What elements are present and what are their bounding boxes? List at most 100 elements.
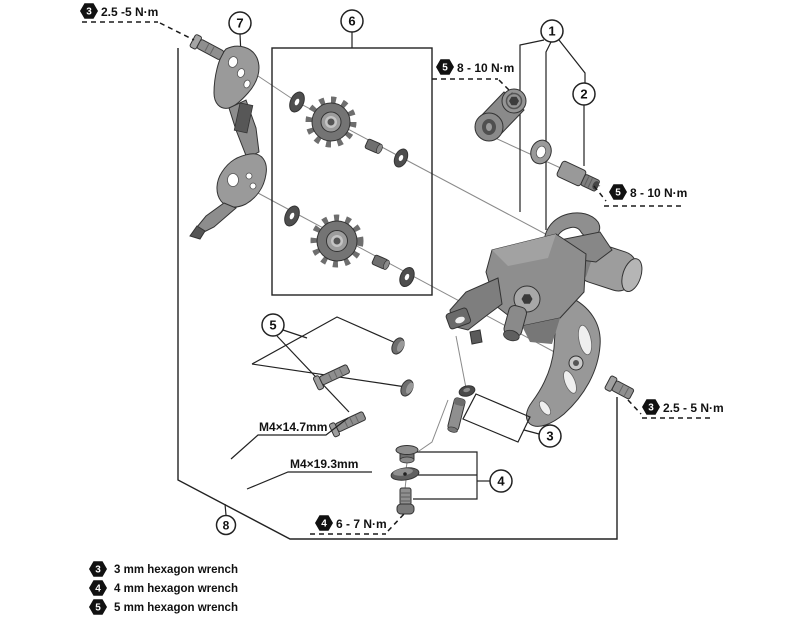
- torque-label-4: 3 2.5 - 5 N·m: [642, 399, 724, 415]
- pin-band: [453, 397, 466, 407]
- pulley-center: [333, 237, 341, 245]
- thread-line: [333, 370, 338, 378]
- bolt-shaft: [611, 380, 635, 400]
- callout-7: 7: [228, 11, 252, 35]
- guide-pulley-assembly: [289, 91, 409, 168]
- cap-bottom: [399, 456, 415, 464]
- arm-slot: [455, 316, 465, 324]
- thread-line: [339, 368, 343, 376]
- stroke-adjust-bolt: [604, 375, 635, 400]
- hex-wrench-icon: [89, 561, 107, 577]
- thread-line: [344, 420, 349, 428]
- callout-3-stub: [523, 429, 540, 435]
- link-lower-hole-inner: [486, 123, 492, 131]
- pulley-center: [327, 118, 335, 126]
- callout-number: 1: [548, 24, 555, 39]
- hex-wrench-icon: [609, 184, 627, 200]
- hex-wrench-size: 3: [648, 403, 654, 414]
- dimension-label-2: M4×19.3mm: [246, 457, 372, 490]
- bracket-line: [558, 39, 586, 83]
- knuckle-cap: [503, 329, 520, 342]
- cage-cutout: [563, 370, 577, 394]
- hex-wrench-icon: [89, 599, 107, 615]
- callout-number: 2: [580, 87, 587, 102]
- washer-hole: [404, 273, 410, 281]
- hex-wrench-size: 4: [95, 584, 101, 595]
- thread-line: [584, 176, 590, 186]
- dimension-label-1: M4×14.7mm: [230, 417, 349, 460]
- plate-highlight: [393, 468, 413, 476]
- plate-fixing-bolt: [189, 34, 224, 60]
- pulley-bolt-short: [312, 364, 350, 391]
- cable-fixing-group: [390, 445, 490, 515]
- dimension-text: M4×19.3mm: [290, 457, 358, 471]
- torque-label-1: 3 2.5 -5 N·m: [80, 3, 158, 19]
- legend-row-4mm: 4 4 mm hexagon wrench: [89, 580, 238, 596]
- derailleur-body: [445, 212, 643, 427]
- hex-wrench-size: 3: [95, 565, 101, 576]
- callout-8-stub: [224, 503, 227, 516]
- pulley-washer: [289, 91, 305, 113]
- hex-wrench-size: 5: [442, 63, 448, 74]
- thread-line: [349, 417, 354, 425]
- dimension-pointer-line: [230, 417, 349, 460]
- cage-cutout: [577, 324, 593, 356]
- cage-pulley-hole-center: [573, 360, 579, 366]
- washer-hole: [535, 145, 547, 159]
- thread-line: [204, 43, 210, 52]
- torque-label-3: 5 8 - 10 N·m: [609, 184, 687, 200]
- callout-8-bracket: [177, 48, 618, 540]
- hex-wrench-size: 5: [615, 188, 621, 199]
- cable-group-leader-line: [418, 399, 449, 452]
- bolt-shaft: [335, 411, 366, 432]
- tension-pulley-assembly: [284, 205, 415, 288]
- washer-hole: [289, 212, 295, 220]
- callout-2: 2: [572, 82, 596, 106]
- washer-hole: [294, 98, 300, 106]
- bracket-line: [519, 39, 545, 212]
- torque-leader: [159, 22, 195, 41]
- hex-socket: [509, 96, 519, 106]
- bolt-head: [396, 503, 415, 515]
- nut-face: [463, 387, 471, 393]
- callout-3: 3: [538, 424, 562, 448]
- torque-leader-lines: [82, 21, 712, 535]
- callout-4: 4: [489, 469, 513, 493]
- plate-bolt-shaft: [196, 39, 224, 60]
- thread-line: [355, 415, 359, 423]
- thread-line: [623, 387, 629, 397]
- torque-leader: [593, 185, 607, 202]
- barrel-end-cap: [621, 258, 643, 293]
- hex-socket: [521, 294, 533, 304]
- torque-value: 2.5 - 5 N·m: [663, 401, 724, 415]
- cable-fixing-bolt: [396, 487, 415, 515]
- legend: 3 3 mm hexagon wrench 4 4 mm hexagon wre…: [89, 561, 238, 615]
- pulley-bolt-long: [328, 411, 366, 438]
- washer-hole: [398, 154, 404, 162]
- hex-wrench-icon: [315, 515, 333, 531]
- link-upper-ring: [505, 92, 523, 110]
- plate-rubber-pad: [233, 102, 254, 134]
- callout-1: 1: [540, 19, 564, 43]
- outer-plate: [189, 45, 267, 240]
- callout-circle: [340, 9, 364, 33]
- legend-row-3mm: 3 3 mm hexagon wrench: [89, 561, 238, 577]
- bushing-end: [375, 143, 383, 154]
- arm-tab: [469, 329, 483, 345]
- pulley-bushing: [364, 138, 383, 154]
- callout-circle: [572, 82, 596, 106]
- outer-plate-top-paddle: [213, 45, 260, 109]
- nut-face: [396, 340, 405, 352]
- callout-number: 8: [223, 519, 230, 533]
- tension-group: [447, 385, 540, 443]
- pulley-washer: [284, 205, 300, 227]
- callout-number: 4: [497, 474, 505, 489]
- callout-8: 8: [215, 514, 237, 536]
- thread-line: [618, 384, 624, 394]
- hex-wrench-icon: [642, 399, 660, 415]
- callout-number: 6: [348, 14, 355, 29]
- torque-label-5: 4 6 - 7 N·m: [315, 515, 387, 531]
- torque-leader: [627, 399, 642, 415]
- hex-socket: [592, 181, 600, 190]
